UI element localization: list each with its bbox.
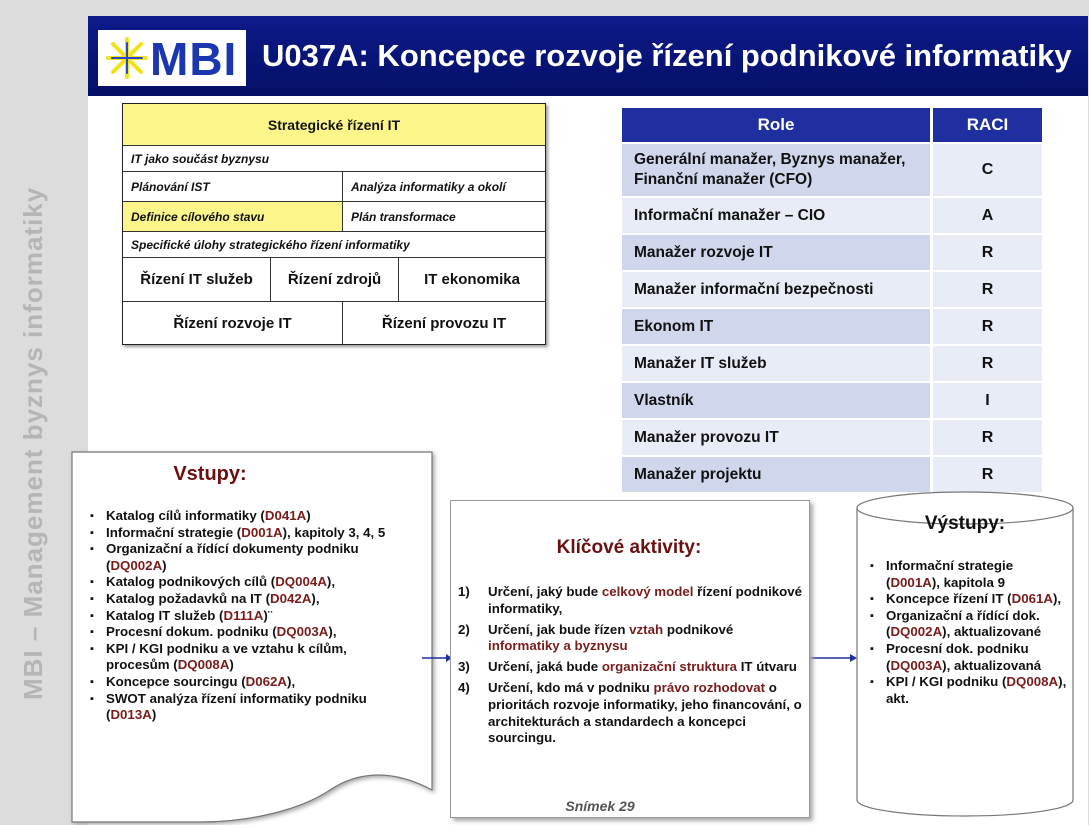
inputs-list: Katalog cílů informatiky (D041A) Informa…: [88, 508, 408, 724]
activity-item: 1)Určení, jaký bude celkový model řízení…: [458, 584, 803, 616]
raci-row: Manažer IT služeb R: [622, 346, 1042, 381]
strategy-row: Definice cílového stavu Plán transformac…: [123, 202, 545, 232]
activity-item: 3)Určení, jaká bude organizační struktur…: [458, 659, 797, 675]
raci-row: Manažer provozu IT R: [622, 420, 1042, 455]
raci-row: Manažer projektu R: [622, 457, 1042, 492]
raci-value: R: [933, 272, 1042, 307]
list-item: Koncepce řízení IT (D061A),: [868, 591, 1068, 608]
outputs-cylinder-top: [856, 491, 1074, 525]
strategy-cell-highlight: Definice cílového stavu: [123, 202, 343, 231]
raci-header-role: Role: [622, 108, 930, 142]
raci-value: R: [933, 346, 1042, 381]
logo-text: MBI: [150, 33, 238, 85]
raci-role: Informační manažer – CIO: [622, 198, 930, 233]
arrow-head-1: [446, 654, 452, 662]
list-item: Informační strategie (D001A), kapitola 9: [868, 558, 1068, 591]
list-item: Informační strategie (D001A), kapitoly 3…: [88, 525, 408, 542]
strategy-cell: Řízení rozvoje IT: [123, 302, 343, 344]
raci-value: C: [933, 144, 1042, 196]
arrow-head-2: [850, 654, 857, 662]
raci-role: Generální manažer, Byznys manažer, Finan…: [622, 144, 930, 196]
raci-row: Vlastník I: [622, 383, 1042, 418]
raci-value: R: [933, 420, 1042, 455]
raci-role: Vlastník: [622, 383, 930, 418]
list-item: Organizační a řídící dokumenty podniku (…: [88, 541, 408, 574]
sun-icon: [106, 37, 148, 79]
strategy-cell: Řízení provozu IT: [381, 314, 507, 332]
list-item: KPI / KGI podniku a ve vztahu k cílům, p…: [88, 641, 408, 674]
strategy-cell: Specifické úlohy strategického řízení in…: [131, 237, 410, 252]
raci-row: Informační manažer – CIO A: [622, 198, 1042, 233]
strategy-cell: IT ekonomika: [424, 271, 520, 288]
activities-list: 1)Určení, jaký bude celkový model řízení…: [456, 584, 806, 751]
raci-row: Manažer informační bezpečnosti R: [622, 272, 1042, 307]
list-item: Koncepce sourcingu (D062A),: [88, 674, 408, 691]
title-bar: [88, 16, 1088, 96]
strategy-cell: Řízení zdrojů: [271, 258, 399, 301]
strategy-cell: Řízení IT služeb: [123, 258, 271, 301]
slide-number: Snímek 29: [565, 798, 635, 814]
list-item: Procesní dok. podniku (DQ003A), aktualiz…: [868, 641, 1068, 674]
list-item: Organizační a řídící dok. (DQ002A), aktu…: [868, 608, 1068, 641]
outputs-list: Informační strategie (D001A), kapitola 9…: [868, 558, 1068, 707]
list-item: Katalog cílů informatiky (D041A): [88, 508, 408, 525]
raci-row: Manažer rozvoje IT R: [622, 235, 1042, 270]
raci-row: Ekonom IT R: [622, 309, 1042, 344]
list-item: Katalog podnikových cílů (DQ004A),: [88, 574, 408, 591]
list-item: Katalog požadavků na IT (D042A),: [88, 591, 408, 608]
mbi-logo: MBI: [98, 30, 246, 86]
raci-role: Manažer IT služeb: [622, 346, 930, 381]
raci-role: Ekonom IT: [622, 309, 930, 344]
raci-value: R: [933, 457, 1042, 492]
strategy-row: Plánování IST Analýza informatiky a okol…: [123, 172, 545, 202]
strategy-row: Specifické úlohy strategického řízení in…: [123, 232, 545, 258]
strategy-cell: Plánování IST: [123, 172, 343, 201]
raci-value: I: [933, 383, 1042, 418]
raci-value: A: [933, 198, 1042, 233]
list-item: Katalog IT služeb (D111A)¨: [88, 608, 408, 625]
strategy-cell: Analýza informatiky a okolí: [351, 179, 506, 194]
activities-box: [450, 500, 810, 818]
strategy-cell: Plán transformace: [351, 209, 456, 224]
activity-item: 2)Určení, jak bude řízen vztah podnikové…: [458, 621, 734, 654]
raci-role: Manažer provozu IT: [622, 420, 930, 455]
activities-title: Klíčové aktivity:: [556, 537, 702, 558]
page-title: U037A: Koncepce rozvoje řízení podnikové…: [262, 38, 1072, 73]
strategy-table: Strategické řízení IT IT jako součást by…: [122, 103, 546, 345]
list-item: KPI / KGI podniku (DQ008A), akt.: [868, 674, 1068, 707]
outputs-title: Výstupy:: [924, 513, 1006, 534]
strategy-header: Strategické řízení IT: [123, 104, 545, 145]
activity-item: 4)Určení, kdo má v podniku právo rozhodo…: [458, 679, 802, 746]
strategy-row: Řízení IT služeb Řízení zdrojů IT ekonom…: [123, 258, 545, 302]
raci-value: R: [933, 309, 1042, 344]
strategy-row: IT jako součást byznysu: [123, 146, 545, 172]
raci-header-raci: RACI: [933, 108, 1042, 142]
strategy-row: Řízení rozvoje IT Řízení provozu IT: [123, 302, 545, 344]
raci-role: Manažer rozvoje IT: [622, 235, 930, 270]
raci-role: Manažer informační bezpečnosti: [622, 272, 930, 307]
strategy-header-row: Strategické řízení IT: [123, 104, 545, 146]
list-item: SWOT analýza řízení informatiky podniku …: [88, 691, 408, 724]
raci-value: R: [933, 235, 1042, 270]
raci-role: Manažer projektu: [622, 457, 930, 492]
strategy-cell: IT jako součást byznysu: [131, 151, 270, 166]
inputs-title: Vstupy:: [173, 463, 247, 485]
list-item: Procesní dokum. podniku (DQ003A),: [88, 624, 408, 641]
raci-row: Generální manažer, Byznys manažer, Finan…: [622, 144, 1042, 196]
